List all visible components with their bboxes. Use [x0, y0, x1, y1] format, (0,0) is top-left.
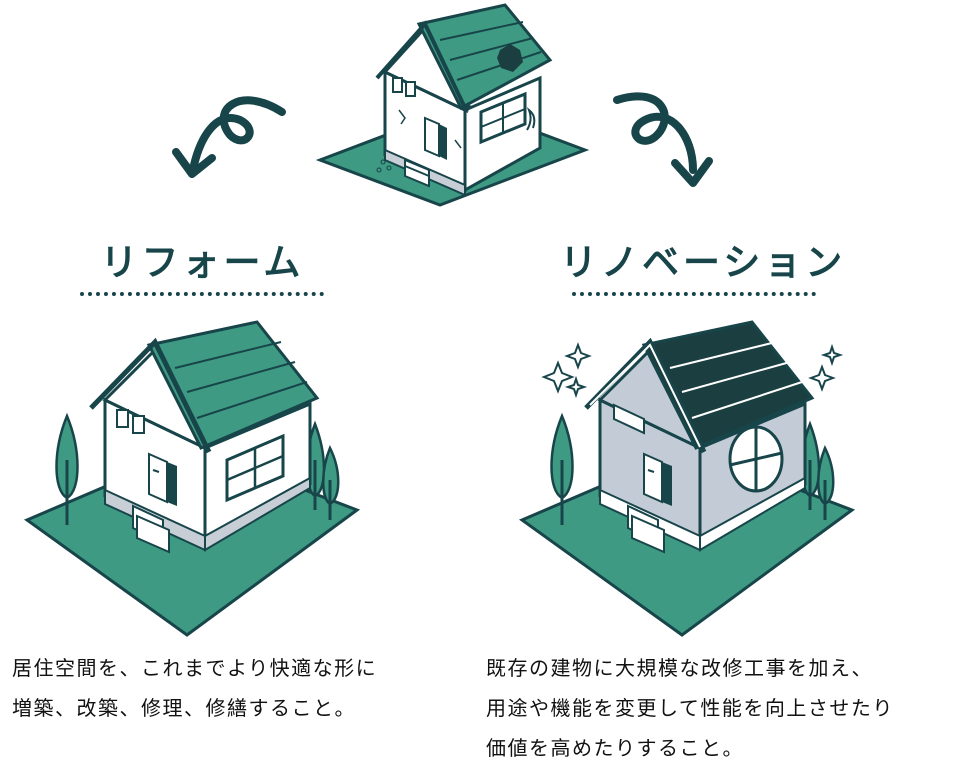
- curved-arrow-left-icon: [172, 96, 286, 178]
- renovation-description-line: 既存の建物に大規模な改修工事を加え、: [486, 656, 873, 680]
- renovation-description-line: 用途や機能を変更して性能を向上させたり: [486, 696, 894, 720]
- old-house-illustration: [315, 3, 590, 207]
- renovation-heading: リノベーション: [560, 241, 847, 284]
- renovation-house-illustration: [518, 320, 856, 637]
- reform-description-line: 居住空間を、これまでより快適な形に: [12, 656, 378, 680]
- reform-dotted-divider: [80, 292, 324, 296]
- reform-description: 居住空間を、これまでより快適な形に 増築、改築、修理、修繕すること。: [12, 648, 377, 728]
- renovation-description: 既存の建物に大規模な改修工事を加え、 用途や機能を変更して性能を向上させたり 価…: [486, 648, 894, 768]
- reform-description-line: 増築、改築、修理、修繕すること。: [12, 696, 356, 720]
- renovation-dotted-divider: [572, 292, 816, 296]
- reform-heading: リフォーム: [100, 241, 305, 284]
- renovation-description-line: 価値を高めたりすること。: [486, 736, 744, 760]
- reform-house-illustration: [23, 320, 361, 637]
- curved-arrow-right-icon: [613, 92, 713, 187]
